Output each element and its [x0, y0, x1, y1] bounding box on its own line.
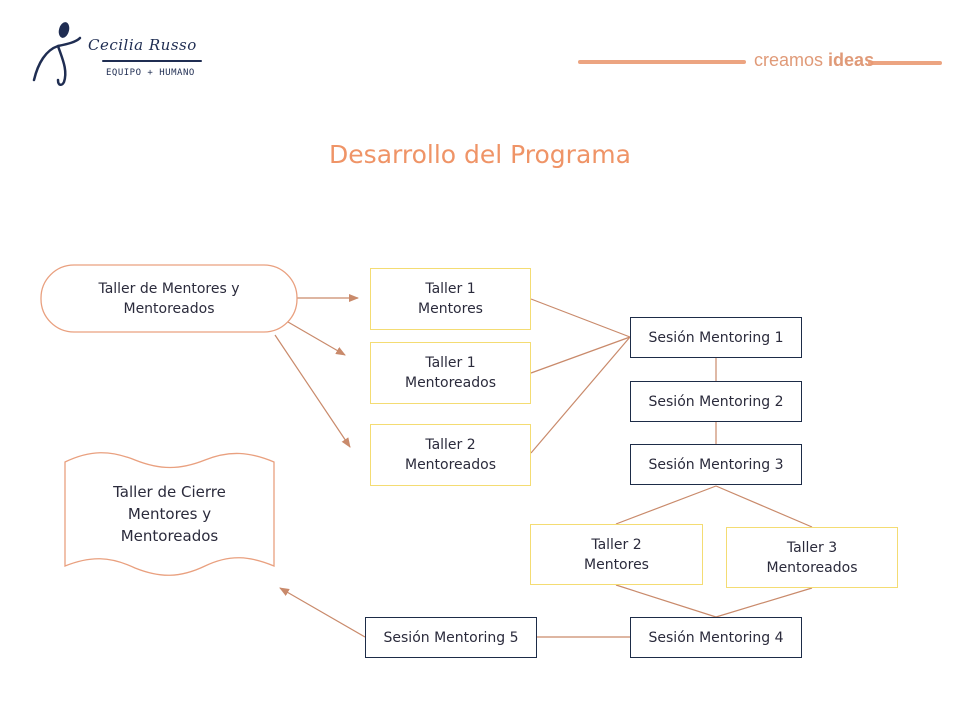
- connector-t1_mentores-to-s1: [530, 298, 631, 338]
- node-label: Sesión Mentoring 1: [648, 329, 784, 346]
- node-label: Taller 1 Mentores: [418, 281, 483, 317]
- connector-t3_mentoreados-to-s4: [715, 587, 813, 618]
- node-closing-workshop[interactable]: Taller de Cierre Mentores y Mentoreados: [65, 462, 274, 566]
- node-sesion-mentoring-2[interactable]: Sesión Mentoring 2: [630, 381, 802, 422]
- logo-name: Cecilia Russo: [88, 36, 197, 54]
- node-label: Taller de Cierre Mentores y Mentoreados: [113, 483, 226, 545]
- connector-t2_mentoreados-to-s1: [530, 336, 631, 454]
- tagline-emphasis: ideas: [828, 50, 875, 70]
- node-sesion-mentoring-5[interactable]: Sesión Mentoring 5: [365, 617, 537, 658]
- brush-stroke-left: [578, 60, 746, 64]
- node-label: Taller de Mentores y Mentoreados: [98, 280, 240, 317]
- logo-underline: [102, 60, 202, 62]
- connector-t2_mentores-to-s4: [615, 584, 717, 618]
- end-document-shape: [64, 452, 275, 576]
- person-figure-icon: [32, 22, 82, 86]
- node-label: Taller 2 Mentores: [584, 536, 649, 573]
- connector-t1_mentoreados-to-s1: [530, 336, 631, 374]
- tagline-text: creamos ideas: [754, 50, 874, 71]
- connector-start-to-t2_mentoreados-arrow: [274, 334, 351, 448]
- node-label: Sesión Mentoring 4: [648, 629, 784, 646]
- node-label: Taller 3 Mentoreados: [766, 539, 858, 576]
- connector-s3-to-t2_mentores: [615, 485, 717, 525]
- connector-start-to-t1_mentoreados-arrow: [287, 321, 346, 356]
- node-taller2-mentores[interactable]: Taller 2 Mentores: [530, 524, 703, 585]
- brand-logo: Cecilia Russo EQUIPO + HUMANO: [28, 18, 218, 88]
- tagline-prefix: creamos: [754, 50, 824, 70]
- node-label: Taller 2 Mentoreados: [404, 437, 496, 473]
- node-taller1-mentores[interactable]: Taller 1 Mentores: [370, 268, 531, 330]
- connector-s3-to-t3_mentoreados: [715, 485, 813, 528]
- brush-stroke-right: [868, 61, 942, 65]
- node-label: Sesión Mentoring 3: [648, 456, 784, 473]
- start-terminal-shape: [40, 264, 298, 333]
- node-start-workshop[interactable]: Taller de Mentores y Mentoreados: [41, 265, 297, 332]
- node-sesion-mentoring-4[interactable]: Sesión Mentoring 4: [630, 617, 802, 658]
- node-label: Taller 1 Mentoreados: [404, 355, 496, 391]
- connector-s5-to-end-arrow: [279, 587, 366, 638]
- logo-subtitle: EQUIPO + HUMANO: [106, 68, 195, 78]
- node-label: Sesión Mentoring 5: [383, 629, 519, 646]
- node-sesion-mentoring-3[interactable]: Sesión Mentoring 3: [630, 444, 802, 485]
- node-label: Sesión Mentoring 2: [648, 393, 784, 410]
- node-taller3-mentoreados[interactable]: Taller 3 Mentoreados: [726, 527, 898, 588]
- tagline: creamos ideas: [578, 50, 942, 74]
- node-sesion-mentoring-1[interactable]: Sesión Mentoring 1: [630, 317, 802, 358]
- node-taller2-mentoreados[interactable]: Taller 2 Mentoreados: [370, 424, 531, 486]
- node-taller1-mentoreados[interactable]: Taller 1 Mentoreados: [370, 342, 531, 404]
- page-title: Desarrollo del Programa: [329, 140, 631, 169]
